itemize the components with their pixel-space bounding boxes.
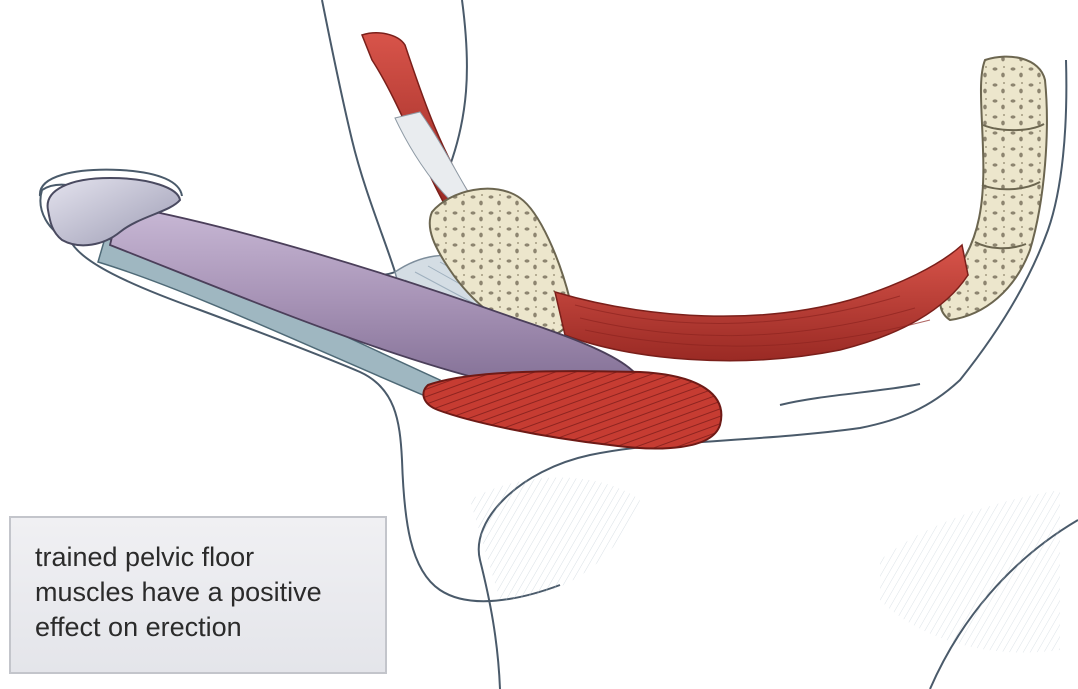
scrotum-shading xyxy=(470,478,640,601)
bulbospongiosus-muscle xyxy=(423,371,721,448)
pelvic-floor-muscle xyxy=(555,245,968,361)
caption-box: trained pelvic floor muscles have a posi… xyxy=(9,516,387,674)
caption-text: trained pelvic floor muscles have a posi… xyxy=(35,540,361,645)
thigh-shading xyxy=(880,490,1060,653)
